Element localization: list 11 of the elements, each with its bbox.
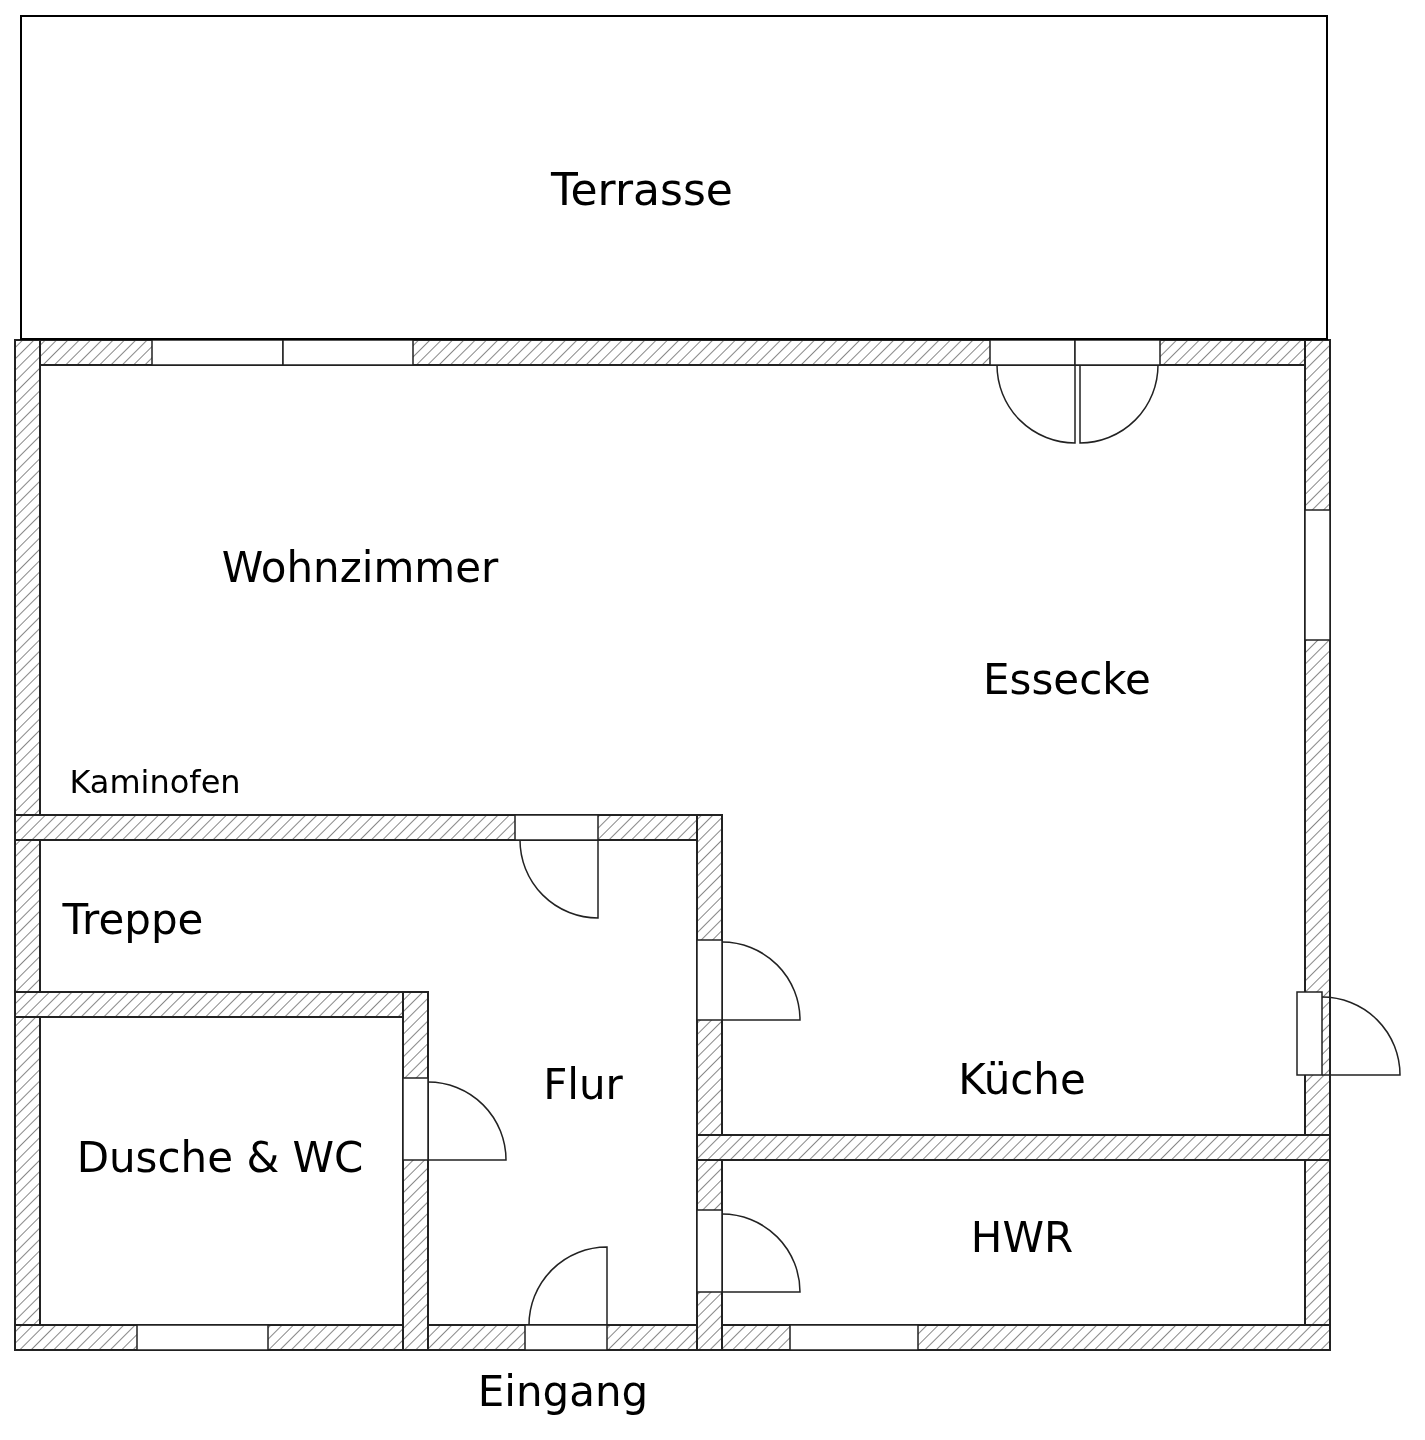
room-label: Küche [958, 1059, 1086, 1101]
room-label: Flur [543, 1064, 623, 1106]
room-label: Wohnzimmer [221, 547, 499, 589]
entrance-label: Eingang [477, 1371, 649, 1413]
terrace-area [20, 15, 1328, 340]
room-label: Kaminofen [69, 766, 241, 798]
room-label: HWR [970, 1217, 1074, 1259]
room-label: Treppe [62, 899, 204, 941]
room-label: Dusche & WC [76, 1137, 364, 1179]
room-label: Terrasse [551, 168, 733, 212]
room-label: Essecke [983, 659, 1151, 701]
